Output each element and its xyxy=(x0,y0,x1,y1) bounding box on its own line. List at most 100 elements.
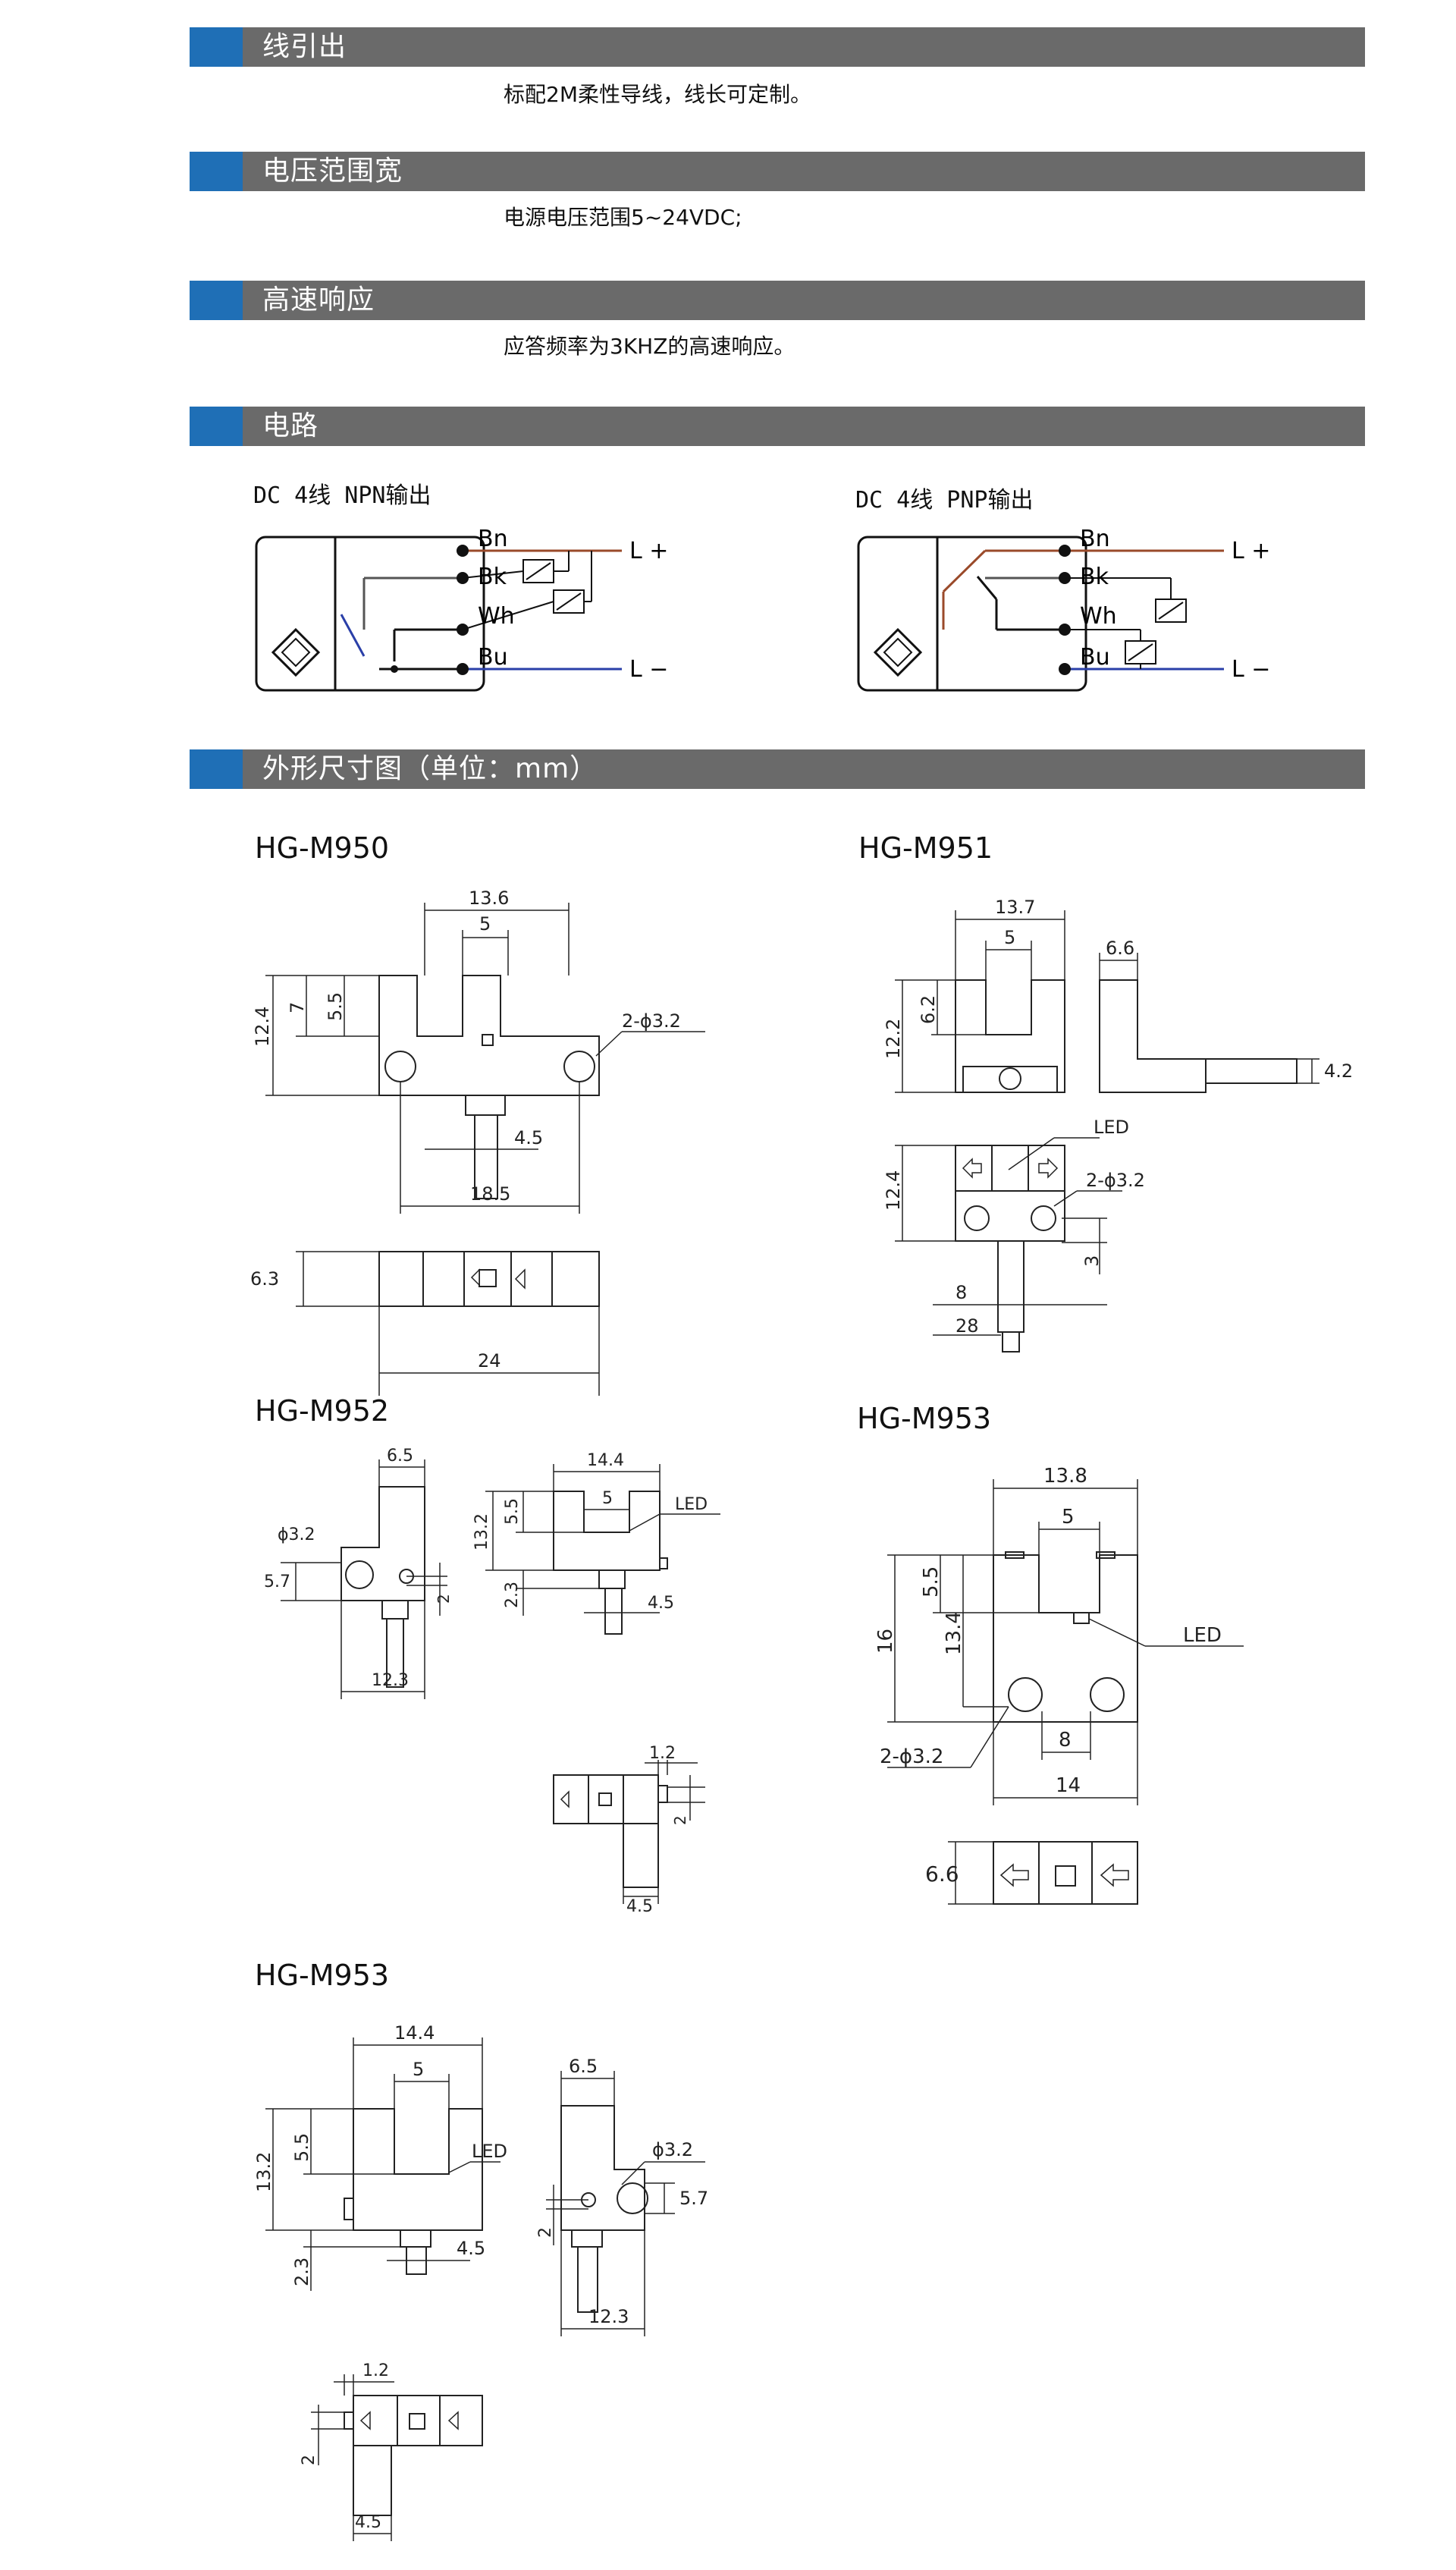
section-bar-circuit: 电路 xyxy=(190,407,1365,446)
pnp-circuit-title: DC 4线 PNP输出 xyxy=(855,487,1034,514)
dim-label: 6.5 xyxy=(387,1447,413,1466)
wh-label: Wh xyxy=(478,603,515,630)
dim-label: 4.5 xyxy=(457,2238,485,2259)
dim-label: 5 xyxy=(1062,1506,1075,1528)
hole-label: ϕ3.2 xyxy=(652,2139,693,2160)
section-accent xyxy=(190,407,243,446)
section-accent xyxy=(190,27,243,67)
m951-dimension-drawing: 13.7 5 6.6 12.2 6.2 4.2 LED 2-ϕ3.2 12.4 … xyxy=(883,897,1353,1353)
hole-label: 2-ϕ3.2 xyxy=(880,1745,943,1768)
dim-label: 6.5 xyxy=(569,2056,598,2077)
bn-label: Bn xyxy=(1080,526,1110,552)
dim-label: 13.8 xyxy=(1043,1465,1087,1488)
dim-label: 16 xyxy=(874,1629,897,1654)
led-label: LED xyxy=(472,2141,507,2162)
dim-label: 12.4 xyxy=(252,1007,273,1047)
model-title-m951: HG-M951 xyxy=(858,831,993,865)
dim-label: 12.4 xyxy=(883,1170,904,1211)
bu-label: Bu xyxy=(478,644,508,671)
section-bar-dims: 外形尺寸图（单位：mm） xyxy=(190,749,1365,789)
section-bar-wire: 线引出 xyxy=(190,27,1365,67)
l-minus-label: L − xyxy=(629,656,668,683)
hole-label: 2-ϕ3.2 xyxy=(622,1010,681,1032)
dim-label: 2 xyxy=(435,1594,453,1604)
dim-label: 6.3 xyxy=(250,1268,279,1290)
bk-label: Bk xyxy=(1080,564,1109,590)
wh-label: Wh xyxy=(1080,603,1117,630)
dim-label: 4.5 xyxy=(626,1897,653,1916)
dim-label: 18.5 xyxy=(470,1183,510,1205)
response-text: 应答频率为3KHZ的高速响应。 xyxy=(504,334,795,359)
model-title-m950: HG-M950 xyxy=(255,831,390,865)
dim-label: 12.3 xyxy=(588,2306,629,2327)
dim-label: 6.6 xyxy=(1106,938,1134,959)
section-title: 线引出 xyxy=(262,31,347,62)
dim-label: 13.7 xyxy=(995,897,1035,918)
m952-dimension-drawing: 6.5 ϕ3.2 5.7 2 12.3 14.4 5 13.2 5.5 LED … xyxy=(264,1447,720,1916)
dim-label: 5.7 xyxy=(679,2188,708,2209)
section-bar-voltage: 电压范围宽 xyxy=(190,152,1365,191)
model-title-m953-second: HG-M953 xyxy=(255,1959,390,1992)
dim-label: 6.2 xyxy=(918,995,939,1024)
dim-label: 8 xyxy=(956,1282,967,1303)
model-title-m952: HG-M952 xyxy=(255,1394,390,1428)
section-title: 电压范围宽 xyxy=(262,156,403,187)
dim-label: 8 xyxy=(1059,1729,1072,1752)
dim-label: 6.6 xyxy=(925,1862,959,1887)
section-title: 电路 xyxy=(262,410,319,441)
dim-label: 5.5 xyxy=(503,1498,522,1525)
section-title: 外形尺寸图（单位：mm） xyxy=(262,753,598,784)
dim-label: 2 xyxy=(300,2455,318,2465)
led-label: LED xyxy=(1094,1117,1129,1138)
section-accent xyxy=(190,281,243,320)
m950-dimension-drawing: 13.6 5 12.4 7 5.5 2-ϕ3.2 4.5 18.5 6.3 24 xyxy=(250,888,705,1396)
m953b-dimension-drawing: 14.4 5 13.2 5.5 LED 2.3 4.5 6.5 ϕ3.2 5.7… xyxy=(253,2022,708,2541)
bk-label: Bk xyxy=(478,564,507,590)
dim-label: 13.6 xyxy=(469,888,509,909)
dim-label: 4.5 xyxy=(648,1594,674,1613)
m953a-dimension-drawing: 13.8 5 5.5 16 13.4 LED 8 2-ϕ3.2 14 6.6 xyxy=(874,1465,1244,1905)
hole-label: 2-ϕ3.2 xyxy=(1086,1170,1145,1191)
model-title-m953: HG-M953 xyxy=(857,1402,992,1435)
dim-label: 5 xyxy=(413,2059,424,2080)
npn-circuit-title: DC 4线 NPN输出 xyxy=(253,482,431,509)
dim-label: 5.5 xyxy=(291,2133,312,2162)
dim-label: 14 xyxy=(1056,1774,1081,1797)
pnp-circuit-diagram: Bn Bk Wh Bu L + L − xyxy=(857,526,1270,692)
dim-label: 24 xyxy=(478,1350,501,1371)
dim-label: 13.4 xyxy=(943,1611,965,1655)
dim-label: 2.3 xyxy=(291,2257,312,2286)
dim-label: 2 xyxy=(671,1815,689,1825)
l-minus-label: L − xyxy=(1232,656,1270,683)
dim-label: 2.3 xyxy=(503,1582,522,1608)
section-accent xyxy=(190,749,243,789)
dim-label: 13.2 xyxy=(253,2152,275,2192)
led-label: LED xyxy=(675,1495,708,1514)
led-label: LED xyxy=(1183,1624,1222,1647)
dim-label: 1.2 xyxy=(362,2361,389,2380)
dim-label: 2 xyxy=(536,2227,555,2238)
bn-label: Bn xyxy=(478,526,508,552)
dim-label: 4.2 xyxy=(1324,1060,1353,1082)
dim-label: 14.4 xyxy=(394,2022,435,2044)
wire-text: 标配2M柔性导线，线长可定制。 xyxy=(504,82,811,107)
dim-label: 4.5 xyxy=(514,1127,543,1148)
dim-label: 5 xyxy=(1004,927,1015,948)
dim-label: 12.3 xyxy=(372,1671,409,1690)
dim-label: 5.5 xyxy=(920,1566,943,1598)
section-bar-response: 高速响应 xyxy=(190,281,1365,320)
dim-label: 14.4 xyxy=(587,1451,624,1470)
voltage-text: 电源电压范围5~24VDC; xyxy=(504,205,742,230)
dim-label: 5 xyxy=(602,1489,613,1508)
dim-label: 12.2 xyxy=(883,1019,904,1059)
hole-label: ϕ3.2 xyxy=(278,1525,315,1544)
l-plus-label: L + xyxy=(1232,538,1270,564)
npn-circuit-diagram: Bn Bk Wh Bu L + L − xyxy=(255,526,668,692)
section-title: 高速响应 xyxy=(262,284,375,316)
bu-label: Bu xyxy=(1080,644,1110,671)
dim-label: 3 xyxy=(1081,1255,1103,1267)
dim-label: 5 xyxy=(479,913,491,935)
l-plus-label: L + xyxy=(629,538,668,564)
section-accent xyxy=(190,152,243,191)
dim-label: 28 xyxy=(956,1315,979,1337)
